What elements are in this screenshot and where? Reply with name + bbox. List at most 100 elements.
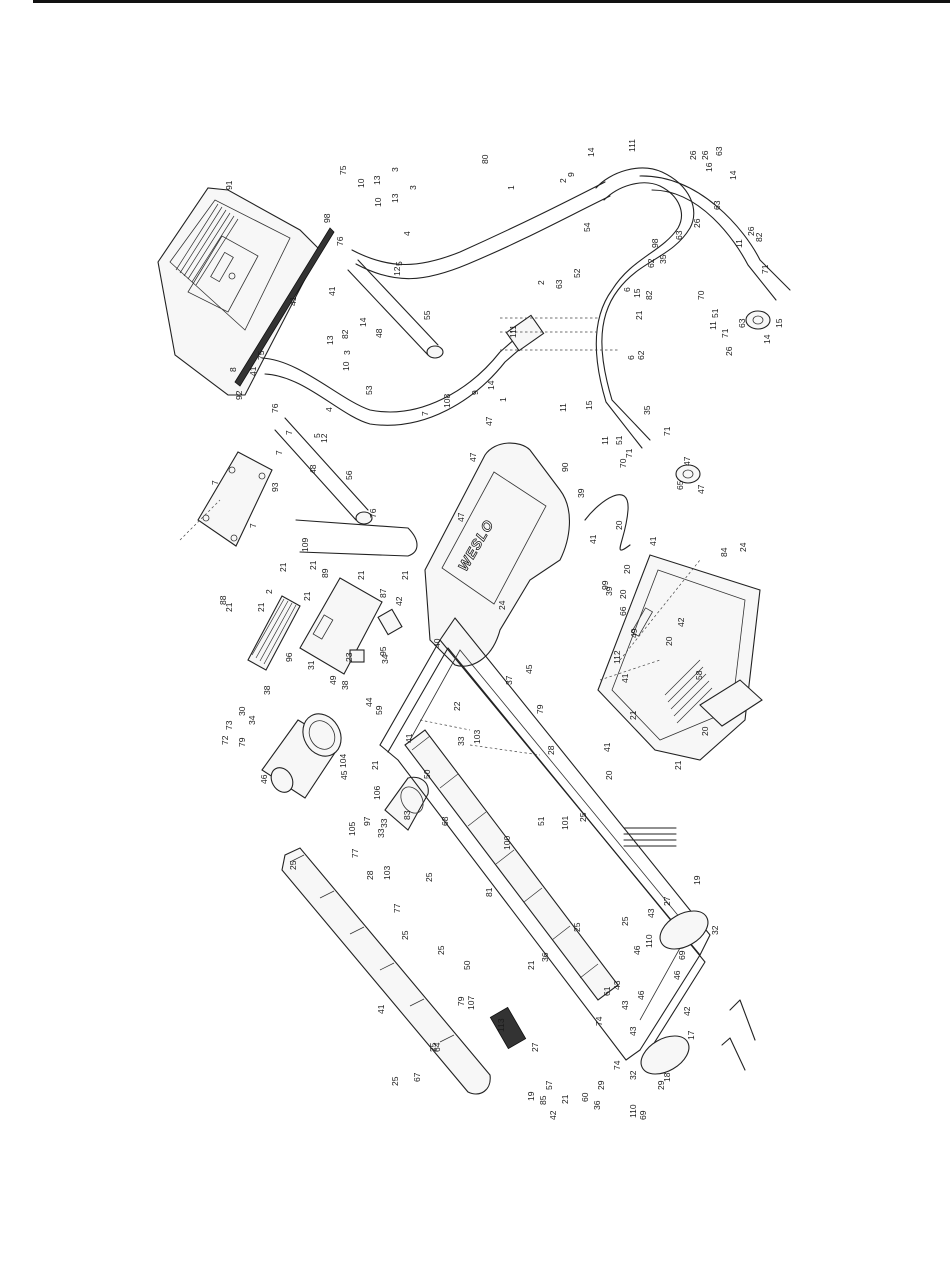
part-callout: 95 — [378, 646, 388, 656]
part-callout: 32 — [628, 1070, 638, 1080]
part-callout: 98 — [650, 238, 660, 248]
part-callout: 42 — [548, 1110, 558, 1120]
part-callout: 11 — [600, 436, 610, 445]
part-callout: 74 — [612, 1060, 622, 1070]
left-upright — [261, 314, 545, 426]
part-callout: 46 — [259, 774, 269, 784]
part-callout: 51 — [536, 816, 546, 826]
part-callout: 110 — [644, 934, 654, 948]
assembly-guide-lines — [179, 317, 701, 756]
part-callout: 58 — [694, 670, 704, 680]
part-callout: 63 — [737, 318, 747, 328]
part-callout: 80 — [480, 154, 490, 164]
part-callout: 25 — [436, 945, 446, 955]
part-callout: 39 — [576, 488, 586, 498]
part-callout: 76 — [335, 236, 345, 246]
part-callout: 51 — [614, 435, 624, 445]
part-callout: 41 — [404, 733, 414, 743]
part-callout: 44 — [364, 697, 374, 707]
part-callout: 68 — [440, 816, 450, 826]
part-callout: 82 — [340, 329, 350, 339]
part-callout: 12 — [392, 266, 402, 276]
part-callout: 21 — [308, 560, 318, 570]
part-callout: 67 — [412, 1072, 422, 1082]
part-callout: 21 — [673, 760, 683, 770]
part-callout: 3 — [408, 185, 418, 190]
hex-key-18 — [729, 999, 756, 1041]
part-callout: 26 — [746, 226, 756, 236]
part-callout: 64 — [432, 1042, 442, 1052]
part-callout: 25 — [390, 1076, 400, 1086]
part-callout: 82 — [644, 290, 654, 300]
part-callout: 48 — [308, 464, 318, 474]
part-callout: 92 — [234, 390, 244, 400]
fuse-89 — [377, 608, 403, 636]
part-callout: 98 — [322, 213, 332, 223]
part-callout: 41 — [327, 286, 337, 296]
part-callout: 57 — [544, 1080, 554, 1090]
part-callout: 7 — [248, 523, 258, 528]
part-callout: 88 — [218, 595, 228, 605]
part-callout: 71 — [760, 264, 770, 274]
part-callout: 109 — [300, 538, 310, 552]
part-callout: 83 — [402, 810, 412, 820]
right-foot-rail-68 — [404, 729, 619, 1001]
part-callout: 48 — [374, 328, 384, 338]
part-callout: 47 — [484, 416, 494, 426]
part-callout: 34 — [247, 715, 257, 725]
part-callout: 47 — [682, 456, 692, 466]
part-callout: 25 — [288, 860, 298, 870]
part-callout: 33 — [379, 818, 389, 828]
part-callout: 36 — [540, 952, 550, 962]
part-callout: 6 — [626, 355, 636, 360]
part-callout: 104 — [338, 754, 348, 768]
part-callout: 66 — [618, 606, 628, 616]
right-upright — [351, 181, 611, 280]
part-callout: 71 — [624, 448, 634, 458]
part-callout: 49 — [328, 675, 338, 685]
part-callout: 5 — [394, 261, 404, 266]
top-rule — [33, 0, 950, 3]
part-callout: 29 — [596, 1080, 606, 1090]
part-callout: 25 — [400, 930, 410, 940]
part-callout: 22 — [452, 701, 462, 711]
part-callout: 110 — [628, 1104, 638, 1118]
part-callout: 20 — [664, 636, 674, 646]
part-callout: 54 — [582, 222, 592, 232]
part-callout: 21 — [526, 960, 536, 970]
part-callout: 77 — [392, 903, 402, 913]
part-callout: 35 — [658, 254, 668, 264]
part-callout: 34 — [380, 654, 390, 664]
part-callout: 9 — [470, 390, 480, 395]
part-callout: 46 — [632, 945, 642, 955]
part-callout: 69 — [638, 1110, 648, 1120]
part-callout: 73 — [224, 720, 234, 730]
bracket-58 — [699, 679, 763, 727]
part-callout: 14 — [586, 147, 596, 157]
part-callout: 40 — [432, 638, 442, 648]
part-callout: 27 — [662, 896, 672, 906]
handrail-55 — [347, 259, 444, 359]
part-callout: 25 — [620, 916, 630, 926]
part-callout: 8 — [228, 367, 238, 372]
part-callout: 77 — [350, 848, 360, 858]
part-callout: 103 — [382, 866, 392, 880]
part-callout: 47 — [696, 484, 706, 494]
part-callout: 111 — [508, 325, 518, 338]
part-callout: 42 — [394, 596, 404, 606]
part-callout: 97 — [362, 816, 372, 826]
part-callout: 76 — [270, 403, 280, 413]
part-callout: 21 — [302, 591, 312, 601]
part-callout: 85 — [538, 1095, 548, 1105]
part-callout: 41 — [648, 536, 658, 546]
part-callout: 101 — [560, 816, 570, 830]
part-callout: 41 — [248, 366, 258, 376]
part-callout: 46 — [672, 970, 682, 980]
part-callout: 11 — [708, 321, 718, 330]
part-callout: 43 — [620, 1000, 630, 1010]
part-callout: 89 — [320, 568, 330, 578]
part-callout: 25 — [572, 922, 582, 932]
part-callout: 7 — [420, 411, 430, 416]
part-callout: 45 — [524, 664, 534, 674]
part-callout: 17 — [686, 1030, 696, 1040]
